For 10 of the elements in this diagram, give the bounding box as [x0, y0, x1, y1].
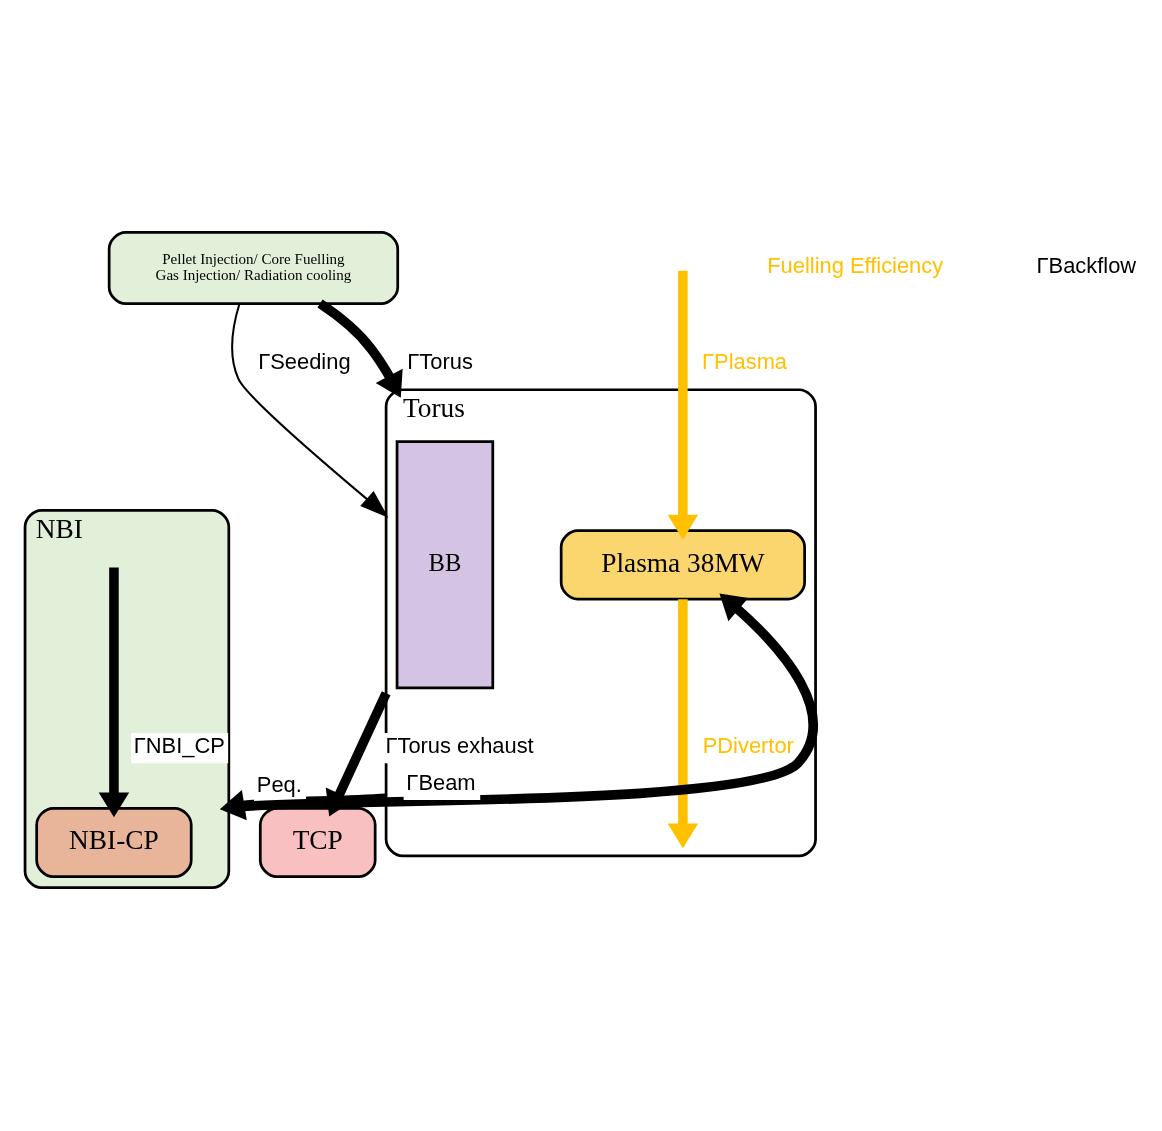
edge-label: Peq. — [256, 771, 302, 797]
edge-label: ΓPlasma — [702, 348, 788, 374]
edge-label: ΓSeeding — [258, 348, 351, 374]
edge-label: PDivertor — [702, 733, 794, 759]
edge-label: ΓTorus exhaust — [385, 733, 534, 759]
edge-label: ΓTorus — [407, 348, 473, 374]
label: ΓBackflow — [1036, 253, 1137, 279]
edge-label: ΓBeam — [406, 770, 476, 796]
label: Fuelling Efficiency — [767, 253, 944, 279]
edge-label: ΓNBI_CP — [133, 733, 225, 759]
